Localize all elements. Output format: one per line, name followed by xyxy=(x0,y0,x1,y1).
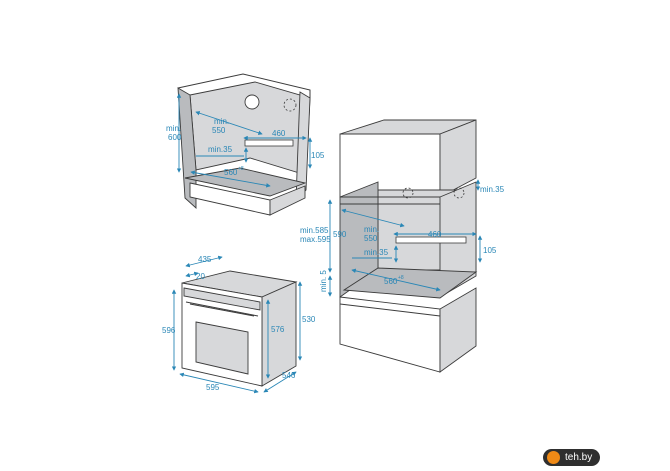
niche-vent-hole xyxy=(402,187,414,199)
vent-hole xyxy=(283,98,297,112)
dim-460: 460 xyxy=(428,230,442,239)
tall-cabinet: min.35 min.585 max.595 590 min. 550 460 … xyxy=(300,119,505,373)
dim-595: 595 xyxy=(206,383,220,392)
dim-105: 105 xyxy=(311,151,325,160)
dim-max-595: max.595 xyxy=(300,235,331,244)
dim-560: 560 xyxy=(224,168,238,177)
tall-cabinet-lower-front xyxy=(339,296,441,373)
dim-min-35-top: min.35 xyxy=(480,185,505,194)
dim-min-550-value: 550 xyxy=(212,126,226,135)
niche-vent-hole-right xyxy=(453,187,465,199)
watermark-text: teh.by xyxy=(565,452,593,463)
dim-105: 105 xyxy=(483,246,497,255)
dim-435: 435 xyxy=(198,255,212,264)
dim-560-tolerance: +8 xyxy=(398,275,404,281)
dim-596: 596 xyxy=(162,326,176,335)
cabinet-right-side xyxy=(295,91,311,202)
oven-control-panel xyxy=(183,287,261,311)
dim-min-35: min.35 xyxy=(364,248,389,257)
cable-hole xyxy=(244,94,260,110)
tall-cabinet-upper-front xyxy=(339,133,441,198)
dim-460: 460 xyxy=(272,129,286,138)
oven: 435 20 596 576 530 595 546 xyxy=(162,255,316,394)
dim-min-600-label: min. xyxy=(166,124,181,133)
niche-cable-slot xyxy=(395,236,467,244)
dim-min-5: min. 5 xyxy=(319,270,328,292)
watermark-logo-icon xyxy=(547,451,560,464)
dim-min-550-value: 550 xyxy=(364,234,378,243)
under-counter-cabinet: min. 600 min. 550 460 min.35 105 560 +8 xyxy=(166,73,325,216)
dim-590: 590 xyxy=(333,230,347,239)
tall-cabinet-lower-side xyxy=(439,287,477,373)
dim-min-550-label: min. xyxy=(364,225,379,234)
dim-20: 20 xyxy=(196,272,205,281)
dim-560-tolerance: +8 xyxy=(238,166,244,172)
dim-560: 560 xyxy=(384,277,398,286)
dim-min-550-label: min. xyxy=(214,117,229,126)
tall-cabinet-upper-side xyxy=(439,119,477,198)
dim-530: 530 xyxy=(302,315,316,324)
dim-min-35: min.35 xyxy=(208,145,233,154)
dim-576: 576 xyxy=(271,325,285,334)
dim-546: 546 xyxy=(282,371,296,380)
dim-min-600-value: 600 xyxy=(168,133,182,142)
dim-min-585: min.585 xyxy=(300,226,329,235)
cable-slot xyxy=(244,139,294,147)
watermark-badge: teh.by xyxy=(543,449,601,466)
